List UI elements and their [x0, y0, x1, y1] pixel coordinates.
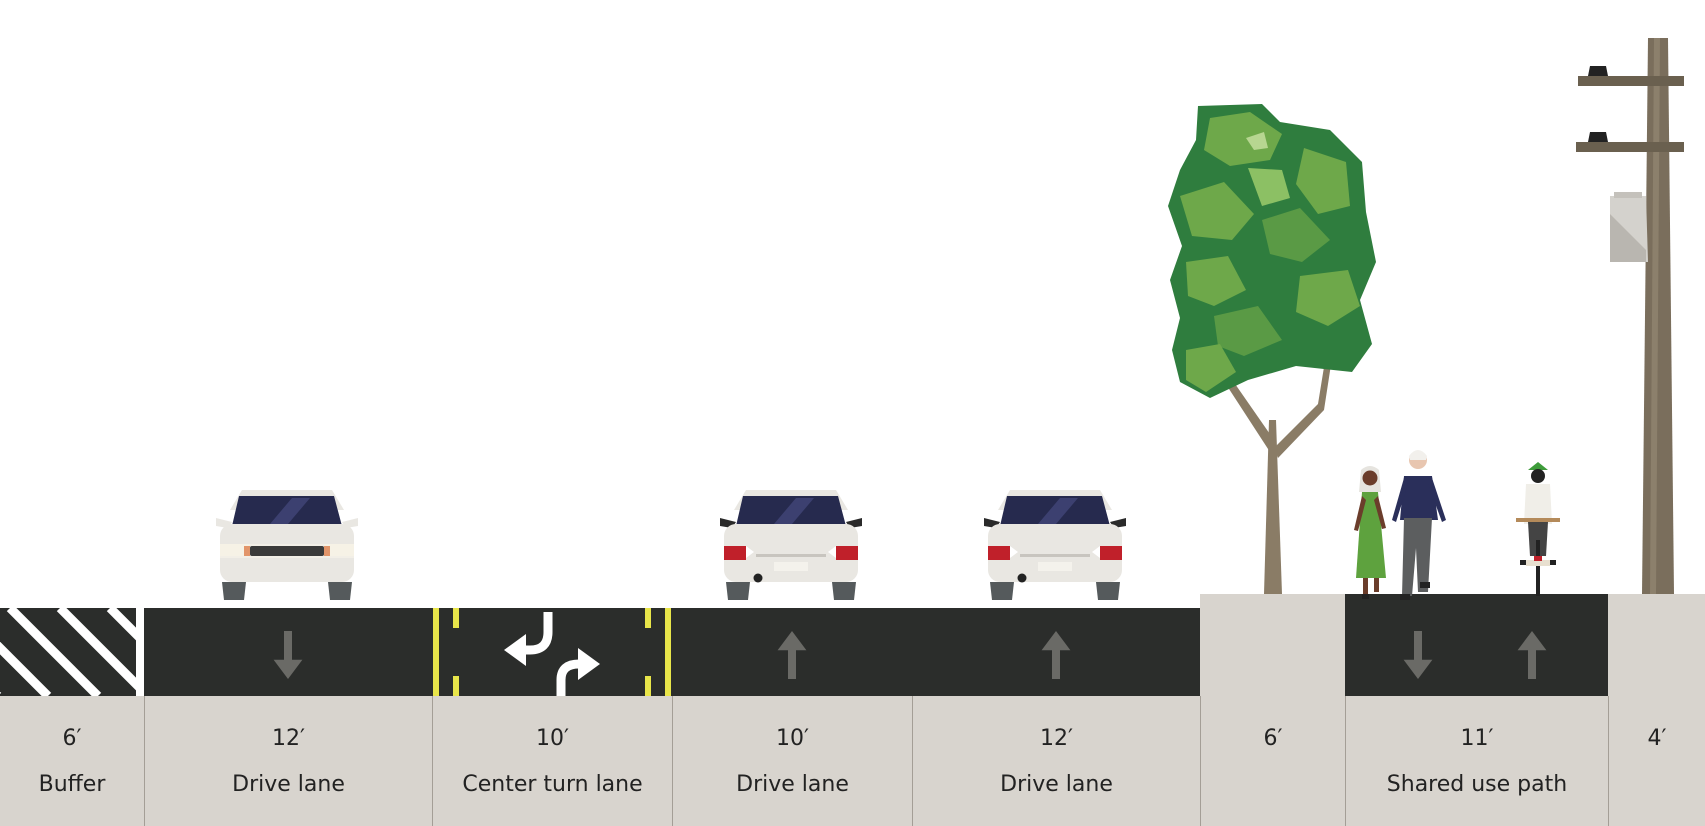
segment-drive-lane-3[interactable]: 12′ Drive lane [912, 696, 1200, 826]
utility-pole-icon [1576, 38, 1684, 594]
segment-width-label: 4′ [1647, 726, 1667, 751]
shared-path-surface [1345, 594, 1608, 696]
segment-name-label: Drive lane [232, 772, 345, 797]
segment-edge[interactable]: 4′ [1608, 696, 1705, 826]
segment-label-band: 6′ Buffer 12′ Drive lane 10′ Center turn… [0, 696, 1705, 826]
segment-width-label: 12′ [272, 726, 305, 751]
car-rear-view [984, 490, 1126, 600]
segment-shared-use-path[interactable]: 11′ Shared use path [1345, 696, 1608, 826]
car-front-view [216, 490, 358, 600]
segment-name-label: Drive lane [736, 772, 849, 797]
segment-width-label: 6′ [1263, 726, 1283, 751]
roadway-asphalt [144, 608, 1200, 696]
segment-width-label: 12′ [1040, 726, 1073, 751]
segment-name-label: Drive lane [1000, 772, 1113, 797]
edge-surface [1608, 594, 1705, 696]
segment-center-turn-lane[interactable]: 10′ Center turn lane [432, 696, 672, 826]
pedestrian-woman-icon [1354, 466, 1386, 599]
tree-icon [1168, 104, 1376, 594]
cyclist-icon [1516, 462, 1560, 596]
segment-name-label: Center turn lane [462, 772, 643, 797]
segment-width-label: 10′ [536, 726, 569, 751]
segment-width-label: 11′ [1460, 726, 1494, 751]
segment-name-label: Shared use path [1386, 772, 1568, 797]
buffer-hatching [0, 608, 144, 696]
segment-drive-lane-2[interactable]: 10′ Drive lane [672, 696, 912, 826]
segment-width-label: 10′ [776, 726, 809, 751]
center-lane-markings [433, 608, 671, 696]
verge-surface [1200, 594, 1345, 696]
segment-verge[interactable]: 6′ [1200, 696, 1345, 826]
segment-width-label: 6′ [62, 726, 82, 751]
car-rear-view [720, 490, 862, 600]
segment-buffer[interactable]: 6′ Buffer [0, 696, 144, 826]
segment-name-label: Buffer [38, 772, 106, 797]
segment-drive-lane-1[interactable]: 12′ Drive lane [144, 696, 432, 826]
pedestrian-man-icon [1392, 450, 1446, 600]
